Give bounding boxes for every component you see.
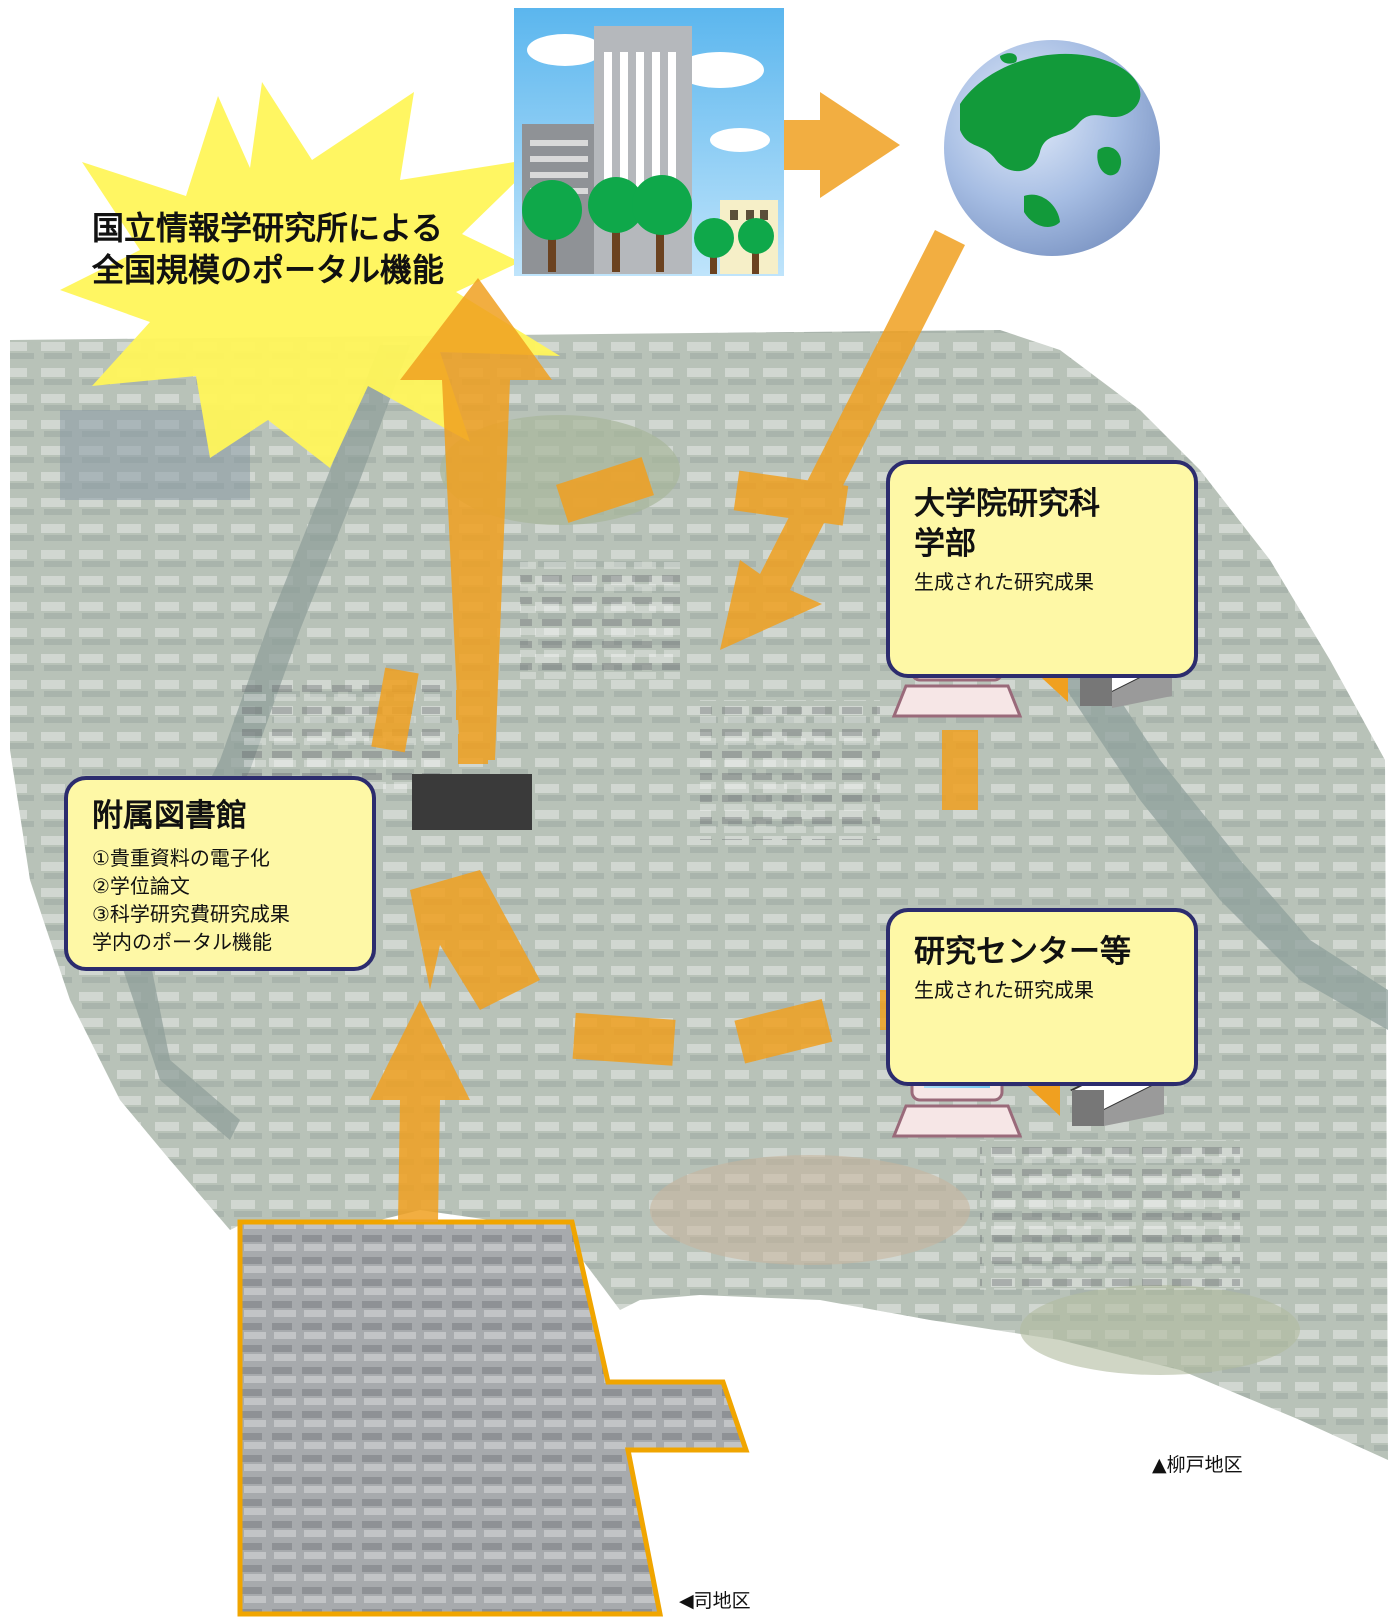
- globe-icon: [944, 40, 1160, 256]
- arrow-globe-to-graduate: [720, 230, 965, 650]
- library-item-3: ③科学研究費研究成果: [92, 902, 290, 926]
- research-center-subtitle: 生成された研究成果: [914, 978, 1094, 1002]
- caption-yanagido: ▲柳戸地区: [1152, 1454, 1243, 1476]
- research-center-callout: 研究センター等 生成された研究成果: [886, 908, 1198, 1086]
- nii-portal-line2: 全国規模のポータル機能: [92, 251, 445, 289]
- arrow-tsukasa-to-library: [370, 1000, 470, 1222]
- graduate-subtitle: 生成された研究成果: [914, 570, 1094, 594]
- research-center-title: 研究センター等: [914, 934, 1131, 970]
- caption-tsukasa: ◀司地区: [679, 1590, 751, 1612]
- tsukasa-district-inset: [237, 1219, 750, 1617]
- nii-portal-label: 国立情報学研究所による 全国規模のポータル機能: [92, 207, 444, 291]
- graduate-school-callout: 大学院研究科 学部 生成された研究成果: [886, 460, 1198, 678]
- graduate-title-line1: 大学院研究科: [914, 486, 1100, 522]
- arrow-building-to-globe: [782, 92, 900, 198]
- arrow-library-to-nii: [400, 278, 552, 760]
- library-title: 附属図書館: [92, 798, 247, 834]
- nii-portal-line1: 国立情報学研究所による: [92, 209, 444, 247]
- library-callout: 附属図書館 ①貴重資料の電子化 ②学位論文 ③科学研究費研究成果 学内のポータル…: [64, 776, 376, 971]
- library-item-2: ②学位論文: [92, 874, 190, 898]
- graduate-title-line2: 学部: [914, 526, 976, 562]
- locomotive-monument: [412, 774, 532, 830]
- library-item-1: ①貴重資料の電子化: [92, 846, 270, 870]
- office-building-icon: [514, 8, 784, 276]
- flow-arrows: [370, 92, 978, 1222]
- library-footer: 学内のポータル機能: [92, 930, 272, 954]
- arrow-to-library-curve: [410, 870, 540, 1010]
